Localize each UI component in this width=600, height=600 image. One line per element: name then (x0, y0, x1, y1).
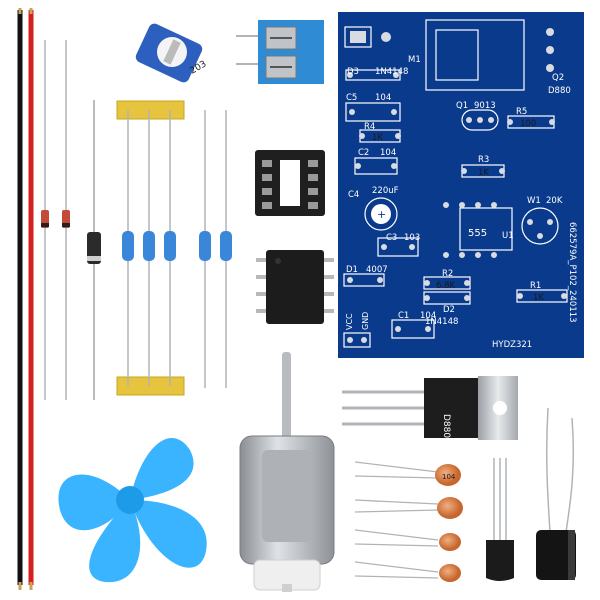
transistor-9013 (486, 458, 514, 581)
diode-1n4148-a (41, 40, 49, 400)
pcb-label-m1: M1 (408, 55, 421, 65)
power-transistor-d880: D880-Y (342, 376, 518, 446)
trimmer-potentiometer: 203 (135, 23, 208, 83)
pcb-label-r2-value: 6.8K (436, 281, 456, 291)
pcb-label-c2: C2 (358, 148, 369, 158)
pcb-label-code: 662579A_P102_240113 (567, 222, 577, 323)
pcb-label-d3: D3 (347, 67, 359, 77)
power-wires (17, 8, 34, 590)
pcb-label-q2-value: D880 (548, 86, 571, 96)
pcb-label-gnd: GND (361, 312, 370, 330)
pcb-label-c5-value: 104 (375, 93, 391, 103)
ceramic-capacitors: 104 (354, 461, 463, 582)
dc-motor (239, 352, 335, 592)
ne555-chip (256, 250, 334, 324)
pcb-label-r1-value: 1K (533, 293, 544, 303)
pcb-label-w1-value: 20K (546, 196, 563, 206)
pcb-label-r3: R3 (478, 155, 489, 165)
screw-terminal (236, 20, 324, 84)
pcb-label-u1: U1 (502, 231, 514, 241)
pcb-label-c4-value: 220uF (372, 186, 399, 196)
pcb-label-brand: HYDZ321 (492, 340, 532, 350)
pcb-label-r2: R2 (442, 269, 453, 279)
pcb-label-r4-value: 1K (372, 133, 383, 143)
pcb-label-q1-value: 9013 (474, 101, 496, 111)
pcb-label-q2: Q2 (552, 73, 564, 83)
diode-1n4148-b (62, 40, 70, 400)
pcb-label-c2-value: 104 (380, 148, 396, 158)
pcb-label-vcc: VCC (345, 313, 354, 330)
pcb-label-d3-value: 1N4148 (375, 67, 408, 77)
loose-resistors (199, 110, 232, 388)
pcb-label-555: 555 (468, 228, 487, 239)
diode-4007 (87, 100, 101, 400)
pcb-label-c4: C4 (348, 190, 359, 200)
ceramic-cap-marking: 104 (442, 473, 456, 481)
pcb-label-d2: D2 (443, 305, 455, 315)
pcb-label-c1-value: 104 (420, 311, 436, 321)
pcb-label-r3-value: 1K (478, 168, 489, 178)
svg-text:+: + (377, 208, 386, 221)
resistor-strip (116, 100, 185, 396)
pcb-label-c3-value: 103 (404, 233, 420, 243)
pcb-label-q1: Q1 (456, 101, 468, 111)
ic-socket (255, 150, 325, 216)
transistor-marking: D880-Y (441, 414, 451, 446)
pcb-label-c5: C5 (346, 93, 357, 103)
pcb-label-r1: R1 (530, 281, 541, 291)
pcb-label-r5: R5 (516, 107, 527, 117)
pcb-label-r4: R4 (364, 122, 375, 132)
pcb-label-d2-value: 1N4148 (425, 317, 458, 327)
fan-propeller (58, 438, 207, 583)
pcb-label-r5-value: 100 (520, 119, 536, 129)
electrolytic-capacitor (536, 407, 576, 580)
pcb-board: + D3 1N4148 M1 C5 104 R4 1K C2 104 C4 22… (338, 12, 584, 358)
pcb-label-d1: D1 (346, 265, 358, 275)
pcb-label-c3: C3 (386, 233, 397, 243)
pcb-label-d1-value: 4007 (366, 265, 388, 275)
pcb-label-w1: W1 (527, 196, 541, 206)
pcb-label-c1: C1 (398, 311, 409, 321)
